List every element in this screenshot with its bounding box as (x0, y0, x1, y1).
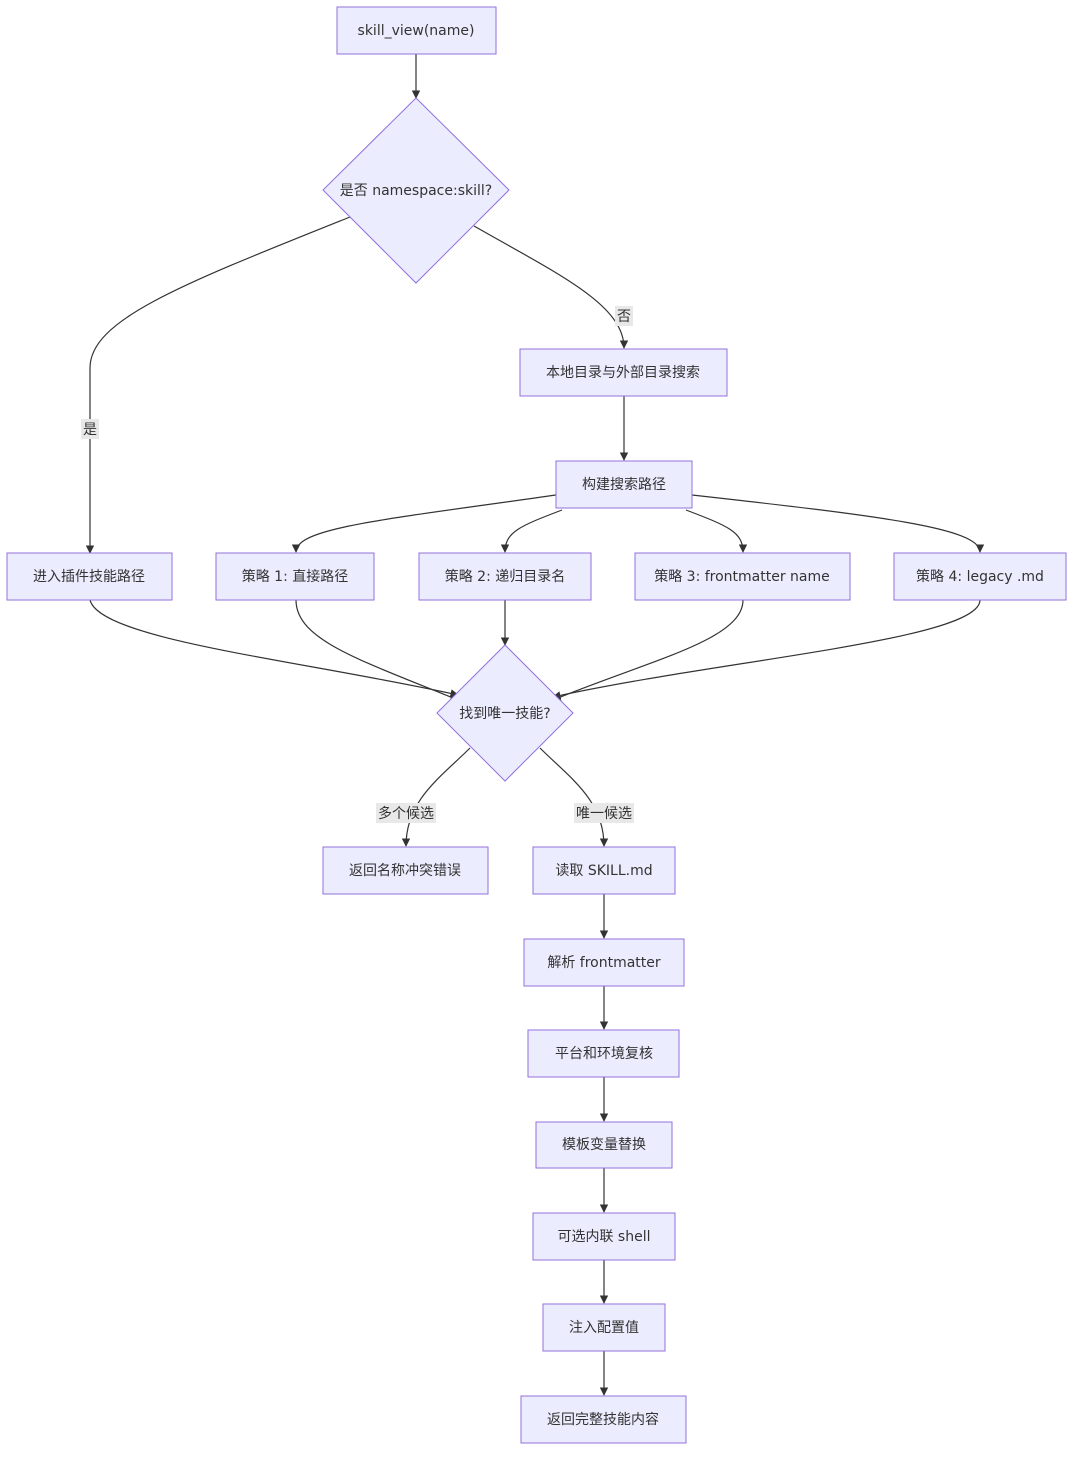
edge-build-to-s1 (291, 494, 557, 553)
node-strategy-3-label: 策略 3: frontmatter name (654, 568, 830, 585)
node-read-skill-label: 读取 SKILL.md (555, 862, 652, 879)
node-inject-config: 注入配置值 (542, 1303, 666, 1352)
node-is-namespace-decision: 是否 namespace:skill? (322, 97, 510, 284)
node-strategy-1: 策略 1: 直接路径 (215, 552, 375, 601)
node-conflict-error: 返回名称冲突错误 (322, 846, 489, 895)
node-is-namespace-label: 是否 namespace:skill? (340, 183, 492, 199)
node-conflict-error-label: 返回名称冲突错误 (349, 863, 461, 879)
node-build-paths-label: 构建搜索路径 (582, 476, 666, 493)
node-template-vars-label: 模板变量替换 (562, 1136, 646, 1153)
node-strategy-2-label: 策略 2: 递归目录名 (445, 568, 566, 585)
node-unique-found-decision: 找到唯一技能? (436, 644, 574, 782)
node-template-vars: 模板变量替换 (535, 1121, 673, 1169)
node-strategy-4-label: 策略 4: legacy .md (916, 568, 1044, 585)
node-strategy-4: 策略 4: legacy .md (893, 552, 1067, 601)
edge-label-yes: 是 (83, 422, 97, 438)
node-inline-shell: 可选内联 shell (532, 1212, 676, 1261)
node-strategy-2: 策略 2: 递归目录名 (418, 552, 592, 601)
edge-s4-to-found (552, 599, 981, 700)
node-plugin-path-label: 进入插件技能路径 (33, 569, 145, 585)
node-strategy-1-label: 策略 1: 直接路径 (242, 568, 349, 585)
edge-labels: 否 是 多个候选 唯一候选 (81, 306, 634, 823)
edge-label-multiple: 多个候选 (378, 805, 434, 822)
edge-found-to-read (539, 747, 609, 847)
node-local-search-label: 本地目录与外部目录搜索 (546, 364, 700, 381)
node-start-label: skill_view(name) (358, 23, 475, 39)
edge-found-to-conflict (401, 747, 471, 847)
node-return-content-label: 返回完整技能内容 (547, 1411, 659, 1428)
node-inline-shell-label: 可选内联 shell (557, 1229, 650, 1245)
node-platform-check-label: 平台和环境复核 (555, 1045, 653, 1062)
node-inject-config-label: 注入配置值 (569, 1320, 639, 1336)
edge-build-to-s2 (500, 509, 563, 553)
node-unique-found-label: 找到唯一技能? (459, 706, 550, 722)
edge-label-unique: 唯一候选 (576, 806, 632, 822)
node-return-content: 返回完整技能内容 (520, 1395, 687, 1444)
node-platform-check: 平台和环境复核 (527, 1029, 680, 1078)
node-build-paths: 构建搜索路径 (555, 460, 693, 509)
node-start: skill_view(name) (336, 6, 497, 55)
node-local-search: 本地目录与外部目录搜索 (519, 348, 728, 397)
edge-s3-to-found (552, 599, 744, 702)
node-strategy-3: 策略 3: frontmatter name (634, 552, 851, 601)
node-read-skill: 读取 SKILL.md (532, 846, 676, 895)
edge-label-no: 否 (617, 309, 631, 325)
node-parse-frontmatter: 解析 frontmatter (523, 938, 685, 987)
edges (85, 54, 985, 1396)
edge-s1-to-found (295, 599, 459, 702)
edge-plugin-to-found (89, 599, 459, 698)
node-plugin-path: 进入插件技能路径 (6, 552, 173, 601)
edge-build-to-s4 (691, 494, 985, 553)
edge-build-to-s3 (685, 509, 748, 553)
edge-decision-to-plugin (85, 216, 351, 554)
edge-decision-to-local (473, 225, 629, 349)
node-parse-frontmatter-label: 解析 frontmatter (547, 955, 661, 971)
